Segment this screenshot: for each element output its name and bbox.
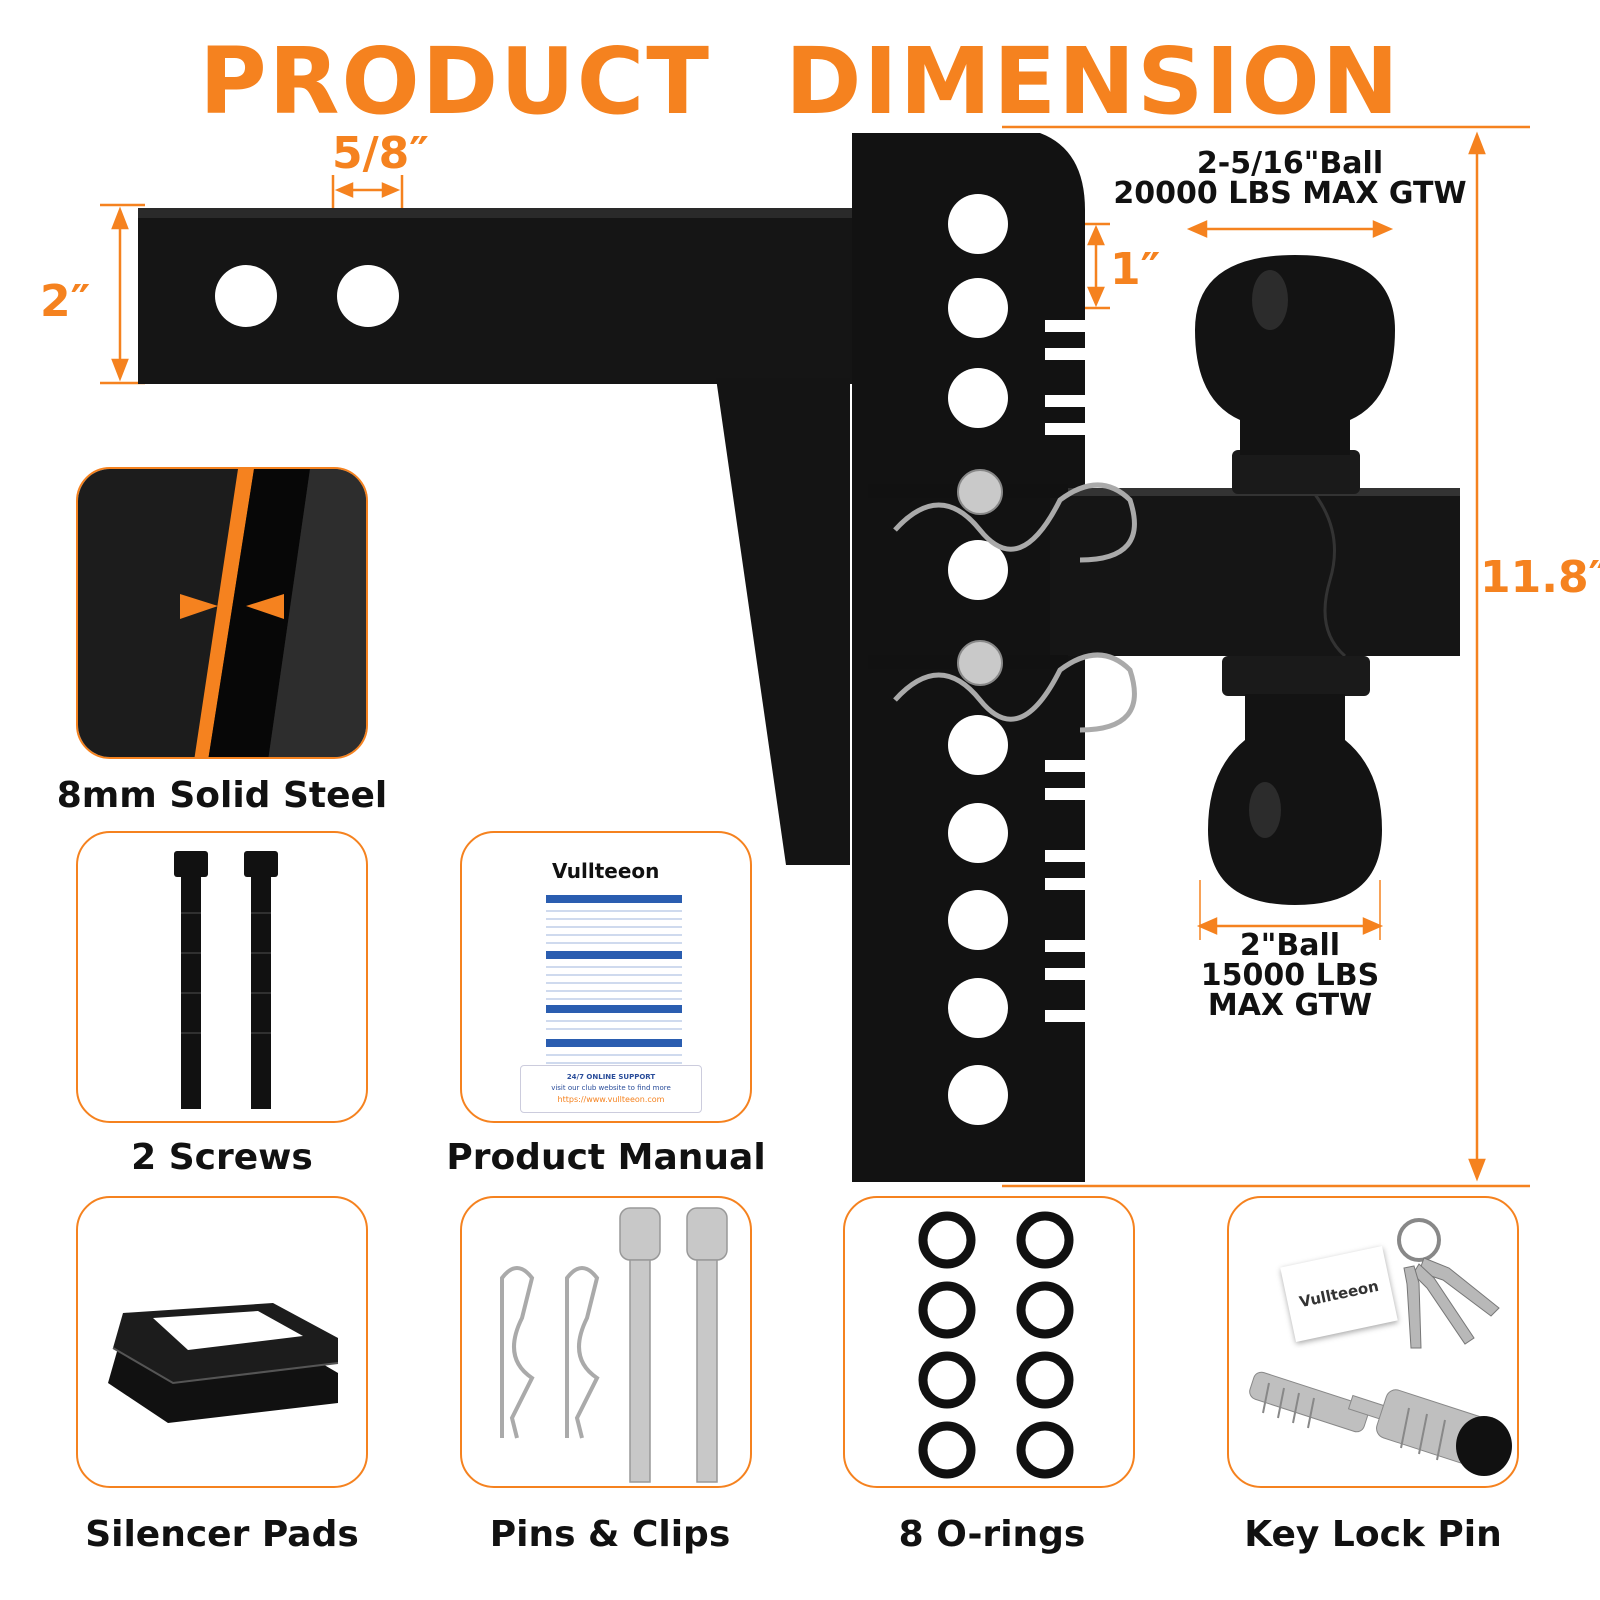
manual-support-title: 24/7 ONLINE SUPPORT — [566, 1073, 656, 1081]
pins-clips-image — [500, 1207, 728, 1483]
o-rings-image — [918, 1211, 1074, 1479]
manual-support-box: 24/7 ONLINE SUPPORT visit our club websi… — [520, 1065, 702, 1113]
hole-diameter-label: 5/8″ — [332, 128, 429, 179]
card-o-rings — [843, 1196, 1135, 1488]
caption-product-manual: Product Manual — [446, 1137, 766, 1178]
small-ball-rating-1: 15000 LBS — [1200, 958, 1380, 993]
manual-support-text: visit our club website to find more — [551, 1084, 671, 1092]
small-ball-size: 2"Ball — [1239, 928, 1341, 963]
caption-solid-steel: 8mm Solid Steel — [56, 775, 388, 816]
card-key-lock-pin: Vullteeon — [1227, 1196, 1519, 1488]
total-height-label: 11.8″ — [1480, 552, 1600, 603]
card-product-manual: Vullteeon 24/7 ONLINE SUPPORT visit our … — [460, 831, 752, 1123]
caption-screws: 2 Screws — [131, 1137, 313, 1178]
card-screws — [76, 831, 368, 1123]
caption-pins-clips: Pins & Clips — [489, 1514, 731, 1555]
page-title: PRODUCT DIMENSION — [199, 28, 1401, 135]
hole-spacing-label: 1″ — [1110, 244, 1161, 295]
card-silencer-pads — [76, 1196, 368, 1488]
steel-closeup-image — [78, 469, 366, 757]
manual-brand: Vullteeon — [552, 859, 660, 883]
caption-silencer-pads: Silencer Pads — [85, 1514, 359, 1555]
large-ball-rating: 20000 LBS MAX GTW — [1113, 176, 1467, 211]
small-ball-rating-2: MAX GTW — [1207, 988, 1373, 1023]
caption-o-rings: 8 O-rings — [898, 1514, 1086, 1555]
large-ball-size: 2-5/16"Ball — [1196, 146, 1384, 181]
manual-spec-table — [546, 895, 682, 1064]
card-pins-clips — [460, 1196, 752, 1488]
caption-key-lock-pin: Key Lock Pin — [1244, 1514, 1502, 1555]
keys-image — [1249, 1218, 1512, 1476]
silencer-pads-image — [108, 1303, 339, 1423]
manual-support-url: https://www.vullteeon.com — [557, 1095, 665, 1104]
shank-height-label: 2″ — [40, 276, 91, 327]
card-solid-steel — [76, 467, 368, 759]
screws-image — [174, 851, 278, 1109]
